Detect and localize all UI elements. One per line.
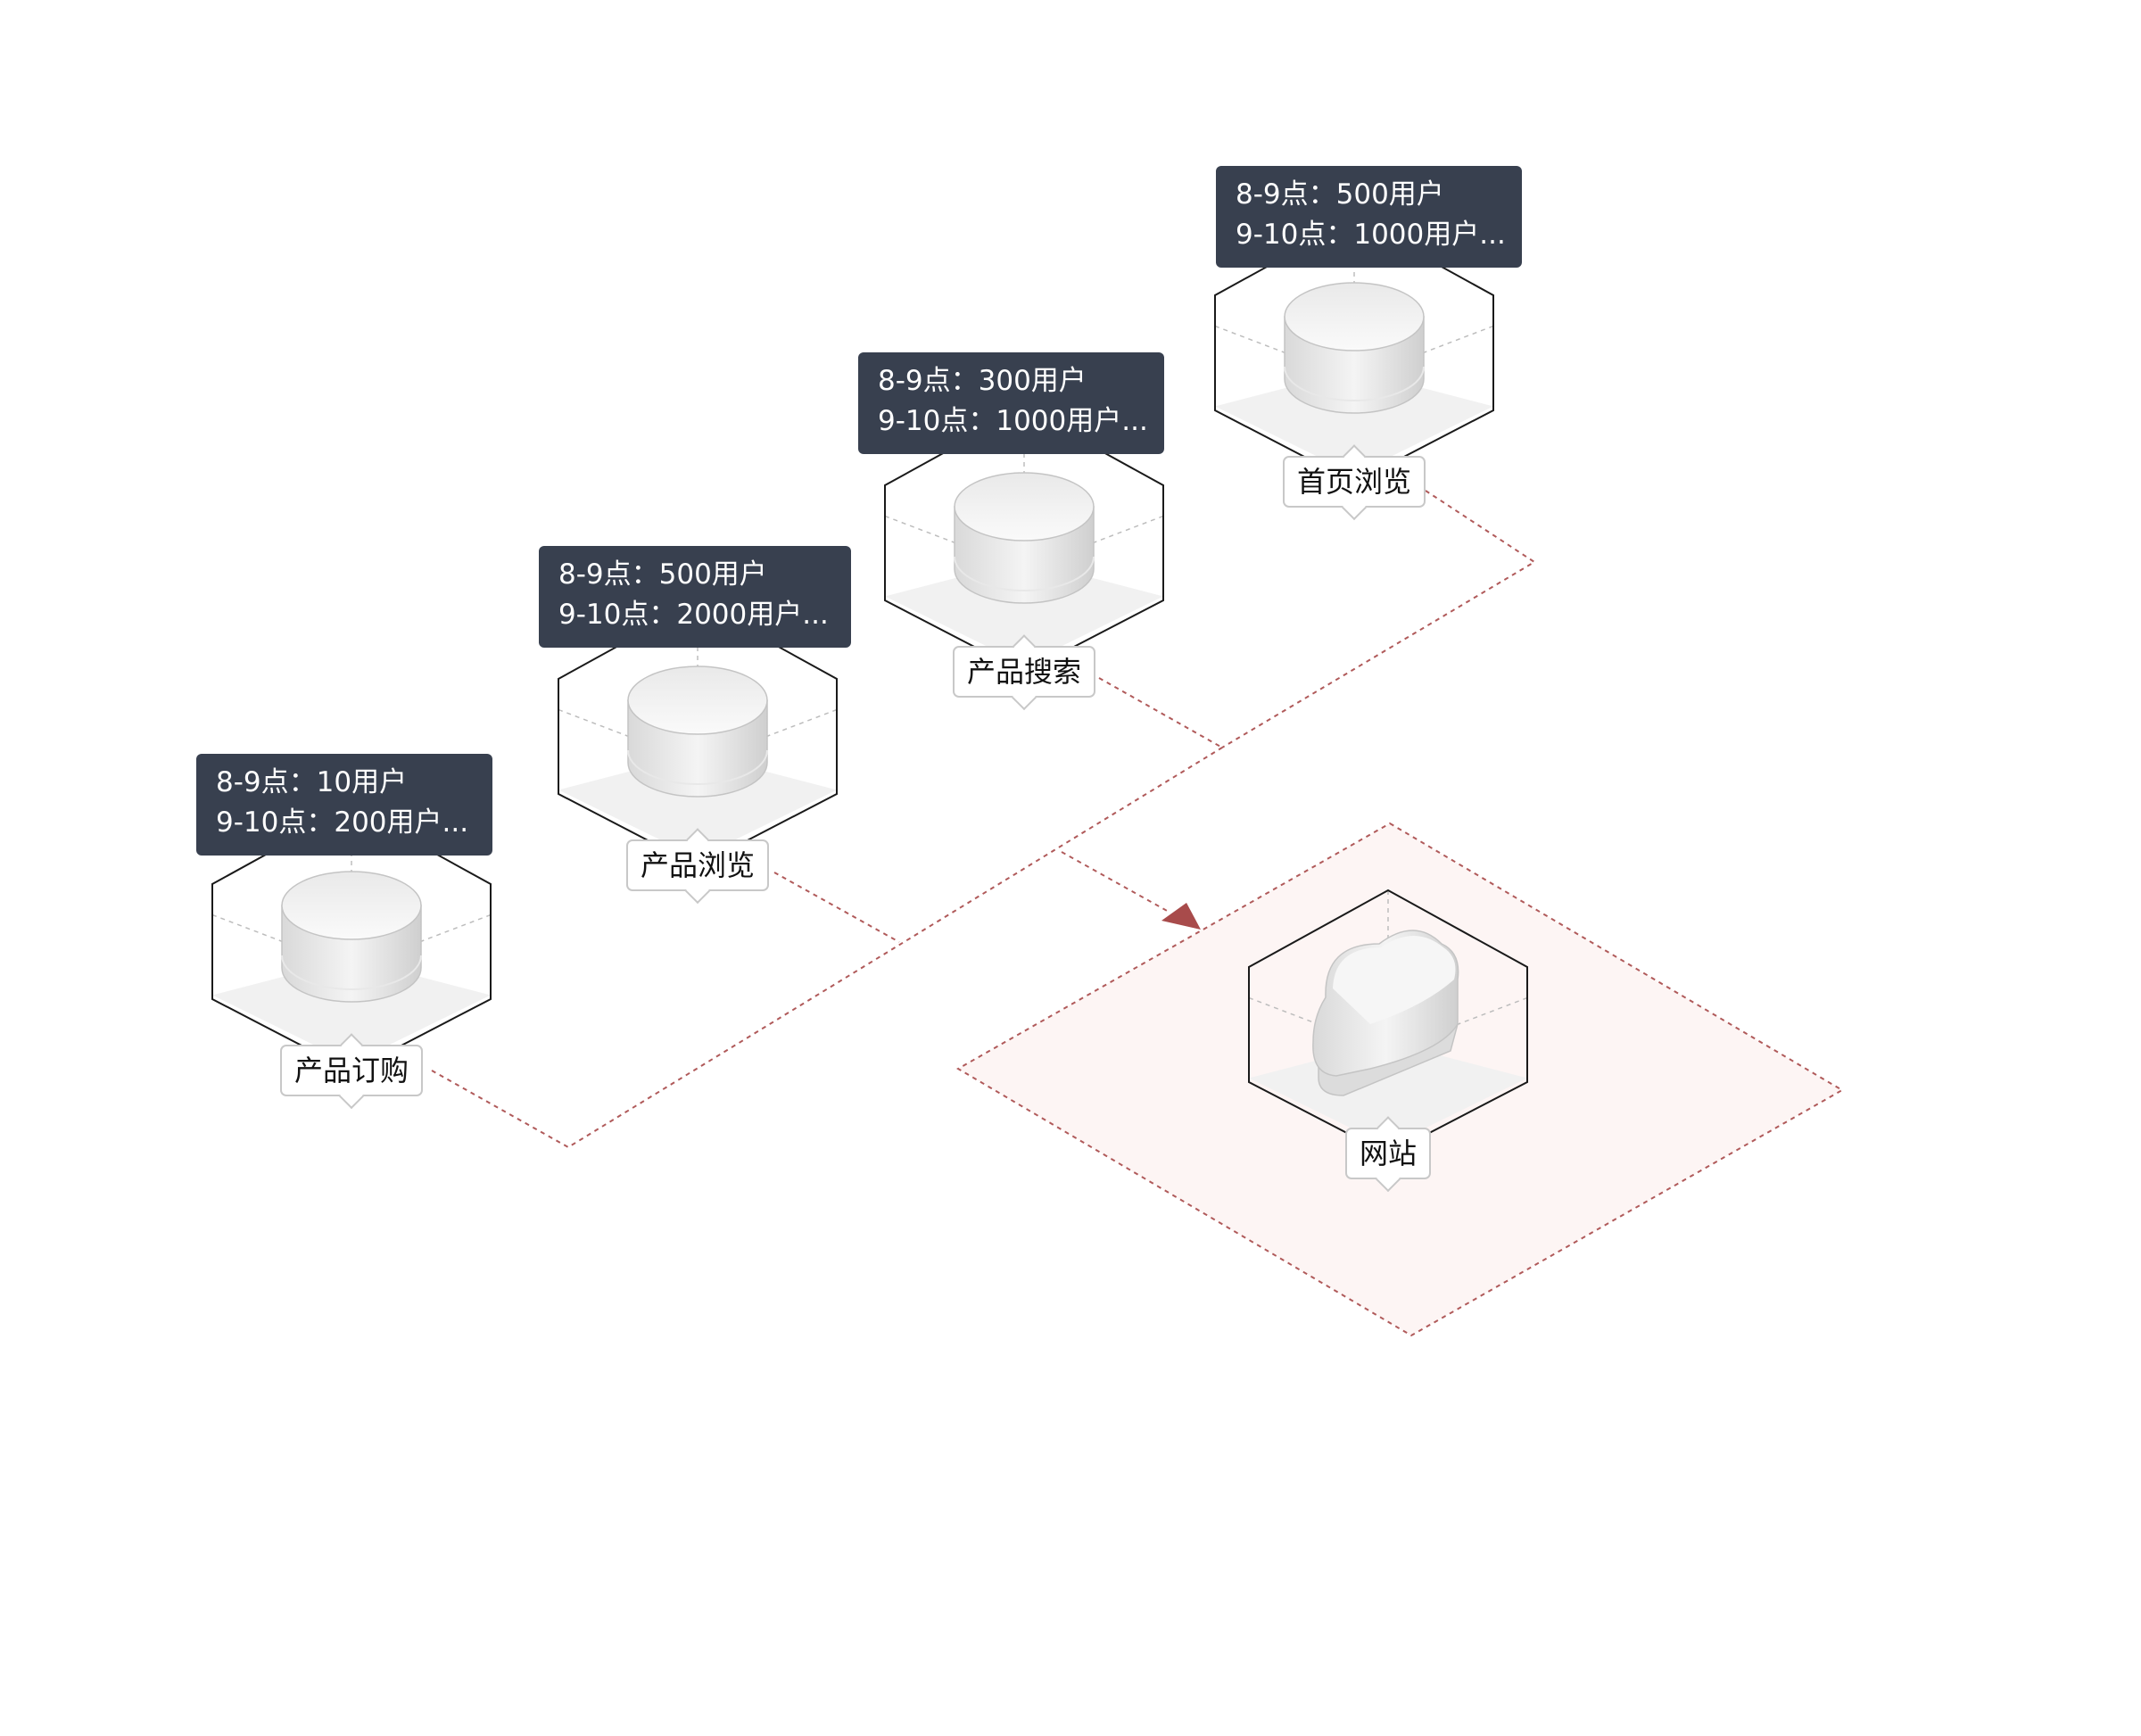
node-tooltip-search: 8-9点：300用户 9-10点：1000用户...: [858, 352, 1164, 454]
tooltip-line-1: 8-9点：300用户: [878, 365, 1087, 397]
connector-search: [1098, 677, 1223, 748]
database-icon: [627, 665, 768, 798]
database-icon: [281, 871, 422, 1003]
node-label-search[interactable]: 产品搜索: [952, 646, 1096, 698]
database-icon: [954, 472, 1095, 604]
node-tooltip-order: 8-9点：10用户 9-10点：200用户...: [196, 754, 492, 856]
connector-browse: [773, 872, 900, 943]
connector-homepage: [1221, 490, 1536, 748]
node-website[interactable]: [1248, 889, 1528, 1156]
tooltip-line-2: 9-10点：1000用户...: [1236, 219, 1506, 251]
tooltip-line-2: 9-10点：1000用户...: [878, 405, 1148, 437]
box-floor: [212, 959, 491, 1063]
node-search[interactable]: [884, 407, 1164, 674]
database-icon: [1284, 282, 1425, 414]
node-tooltip-browse: 8-9点：500用户 9-10点：2000用户...: [539, 546, 851, 648]
box-floor: [1215, 370, 1493, 475]
tooltip-line-2: 9-10点：2000用户...: [558, 599, 829, 631]
cloud-icon: [1312, 930, 1459, 1096]
connector-lines: [431, 490, 1536, 1149]
node-browse[interactable]: [558, 600, 838, 868]
connector-to-website: [1061, 851, 1170, 913]
arrow-head: [1161, 903, 1201, 930]
node-label-order[interactable]: 产品订购: [279, 1045, 424, 1096]
node-order[interactable]: [211, 806, 492, 1073]
box-floor: [558, 754, 837, 858]
tooltip-line-1: 8-9点：500用户: [1236, 178, 1444, 211]
node-label-homepage[interactable]: 首页浏览: [1282, 456, 1426, 508]
tooltip-line-1: 8-9点：10用户: [216, 766, 408, 798]
node-label-website[interactable]: 网站: [1344, 1128, 1432, 1179]
box-floor: [885, 560, 1163, 665]
node-tooltip-homepage: 8-9点：500用户 9-10点：1000用户...: [1216, 166, 1522, 268]
node-homepage[interactable]: [1214, 217, 1494, 484]
node-label-browse[interactable]: 产品浏览: [625, 839, 770, 891]
tooltip-line-2: 9-10点：200用户...: [216, 806, 469, 839]
tooltip-line-1: 8-9点：500用户: [558, 558, 767, 591]
